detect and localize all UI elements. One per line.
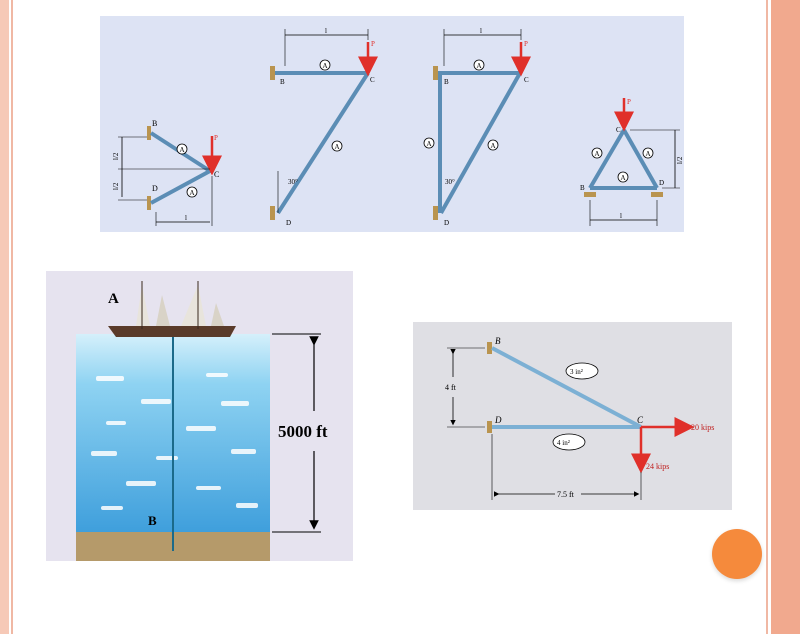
member-cd	[622, 129, 659, 189]
node-c-label: C	[616, 126, 621, 134]
dim-half-bottom: l/2	[112, 182, 120, 190]
dim-span: l	[185, 214, 187, 222]
area-bc-badge	[565, 362, 599, 380]
support-d	[270, 206, 275, 220]
member-label-circle	[617, 171, 629, 183]
horizontal-load-label: 20 kips	[691, 423, 714, 432]
member-dc	[150, 169, 211, 205]
dim-span: l	[620, 212, 622, 220]
member-label-circle	[591, 147, 603, 159]
depth-label: 5000 ft	[278, 422, 328, 441]
member-label-circle	[423, 137, 435, 149]
member-label: A	[427, 140, 432, 148]
member-label: A	[595, 150, 600, 158]
member-label: A	[335, 143, 340, 151]
member-label: A	[621, 174, 626, 182]
member-dc	[439, 72, 522, 214]
water-highlights	[91, 373, 258, 510]
dim-half-top: l/2	[112, 152, 120, 160]
slide-left-rule	[11, 0, 13, 634]
vertical-load-label: 24 kips	[646, 462, 669, 471]
slide-accent-dot	[712, 529, 762, 579]
figure-4: P C B D A A A l/2 l	[580, 98, 684, 226]
node-b-label: B	[580, 184, 585, 192]
figure-2: P B C D A A 30° l	[270, 27, 378, 227]
node-d-label: D	[659, 179, 664, 187]
node-b-label: B	[495, 336, 501, 346]
member-bc	[588, 128, 626, 190]
node-b-label: B	[152, 119, 157, 128]
member-label-circle	[473, 59, 485, 71]
height-label: 4 ft	[445, 383, 457, 392]
node-c-label: C	[524, 76, 529, 84]
node-b-label: B	[280, 78, 285, 86]
dim-height: l/2	[676, 156, 684, 164]
support-b	[270, 66, 275, 80]
member-label-circle	[176, 143, 188, 155]
angle-label: 30°	[445, 178, 455, 186]
load-label: P	[524, 40, 528, 48]
area-dc-badge	[552, 433, 586, 451]
node-c-label: C	[370, 76, 375, 84]
ship-icon	[108, 281, 236, 337]
slide-left-border	[0, 0, 9, 634]
dim-span: l	[480, 27, 482, 35]
support-d	[487, 421, 492, 433]
node-c-label: C	[214, 170, 219, 179]
span-label: 7.5 ft	[557, 490, 575, 499]
member-label: A	[190, 189, 195, 197]
member-label-circle	[331, 140, 343, 152]
node-d-label: D	[494, 415, 502, 425]
support-b	[433, 66, 438, 80]
member-label: A	[323, 62, 328, 70]
load-label: P	[371, 40, 375, 48]
member-label: A	[491, 142, 496, 150]
member-label-circle	[186, 186, 198, 198]
member-label: A	[180, 146, 185, 154]
node-d-label: D	[286, 219, 291, 227]
two-bar-truss-figure: B D C 3 in² 4 in² 20 kips 24 kips 4 ft 7…	[413, 322, 732, 510]
support-d	[651, 192, 663, 197]
support-b	[147, 126, 151, 140]
support-d	[433, 206, 438, 220]
dim-span: l	[325, 27, 327, 35]
member-label: A	[477, 62, 482, 70]
figure-1: P B C D A A l/2 l/2 l	[112, 119, 222, 226]
slide-right-border	[771, 0, 800, 634]
support-d	[147, 196, 151, 210]
member-dc	[276, 71, 370, 215]
point-a-label: A	[108, 291, 119, 307]
area-dc-label: 4 in²	[557, 439, 570, 447]
member-label-circle	[642, 147, 654, 159]
ocean-depth-figure: A B 5000 ft	[46, 271, 353, 561]
area-bc-label: 3 in²	[570, 368, 583, 376]
angle-label: 30°	[288, 178, 298, 186]
node-d-label: D	[444, 219, 449, 227]
node-c-label: C	[637, 415, 644, 425]
member-label: A	[646, 150, 651, 158]
load-label: P	[627, 98, 631, 106]
member-label-circle	[487, 139, 499, 151]
figure-3: P B C D A A A 30° l	[423, 27, 531, 227]
slide-right-rule	[766, 0, 768, 634]
support-b	[487, 342, 492, 354]
support-b	[584, 192, 596, 197]
truss-configurations-figure: P B C D A A l/2 l/2 l P B C D A A 30°	[100, 16, 684, 232]
member-label-circle	[319, 59, 331, 71]
point-b-label: B	[148, 513, 157, 528]
load-label: P	[214, 134, 218, 142]
node-d-label: D	[152, 184, 158, 193]
node-b-label: B	[444, 78, 449, 86]
member-bc	[491, 346, 642, 429]
